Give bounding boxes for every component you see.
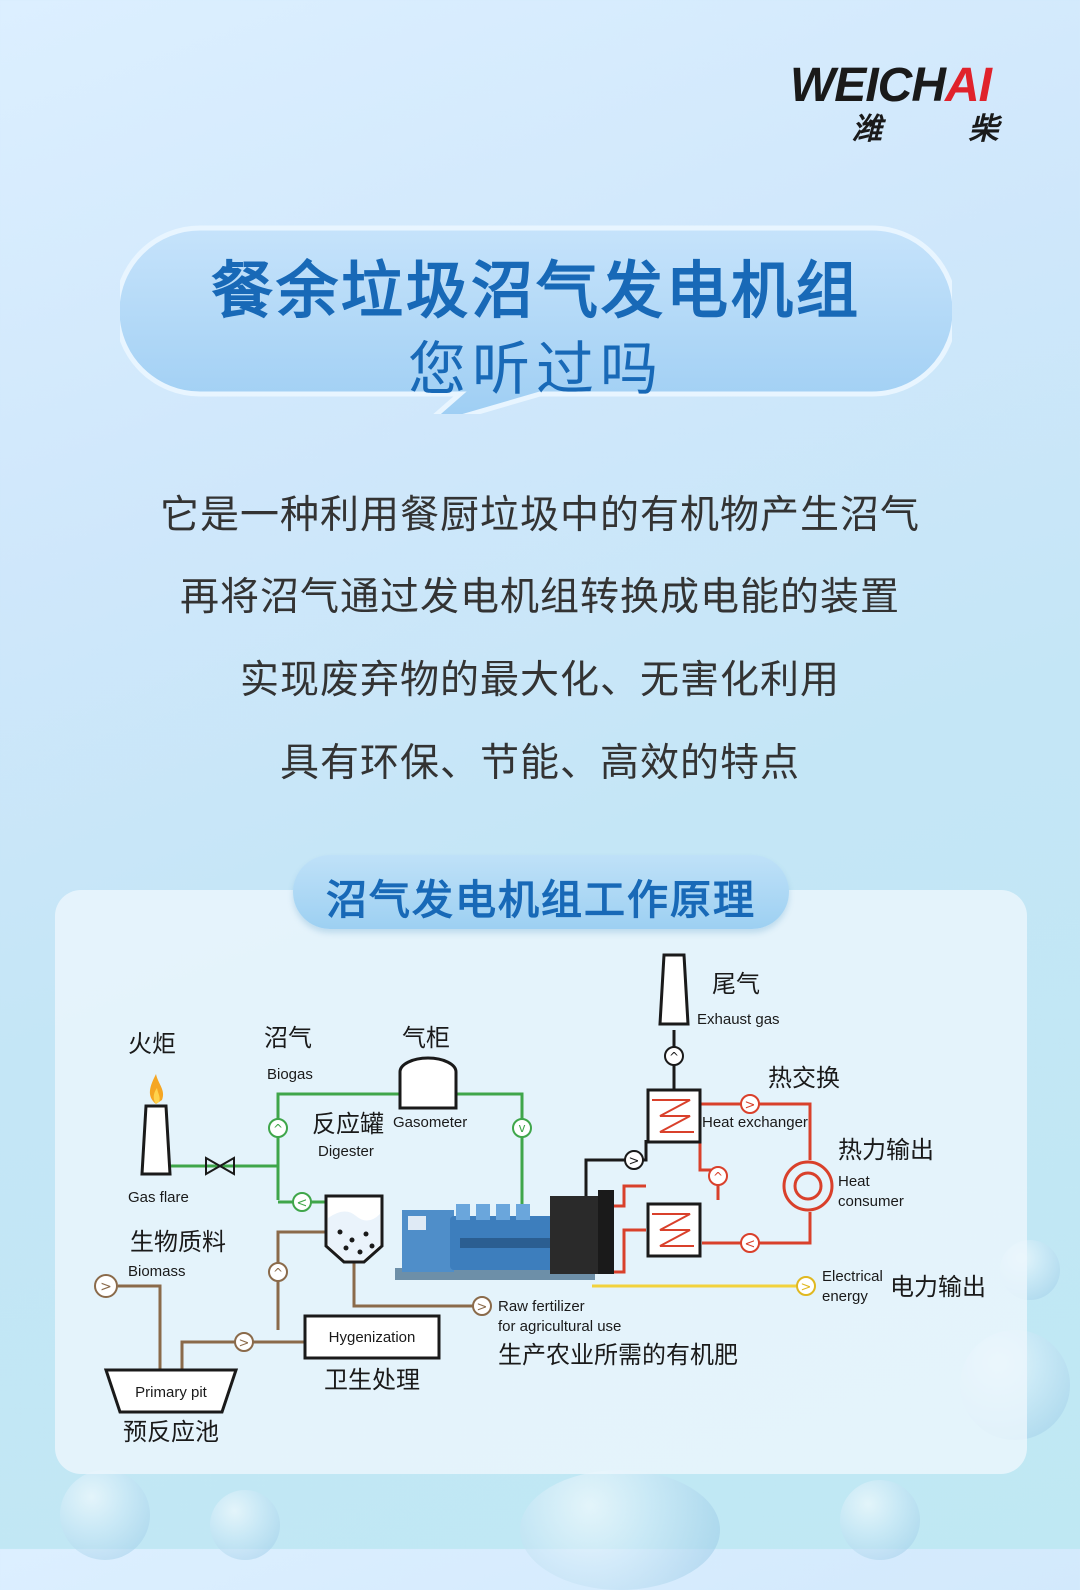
- heat-output-label-en-1: Heat: [838, 1173, 871, 1190]
- svg-text:<: <: [297, 1196, 308, 1211]
- heat-output-label-cn: 热力输出: [838, 1136, 934, 1164]
- generator-set-illustration: [395, 1190, 614, 1280]
- svg-text:>: >: [629, 1154, 640, 1169]
- biogas-label-en: Biogas: [267, 1066, 313, 1083]
- biogas-label-cn: 沼气: [264, 1024, 312, 1052]
- flow-arrows: ^ v < > > ^ > ^ > > ^ < >: [94, 1046, 816, 1352]
- description-line-1: 它是一种利用餐厨垃圾中的有机物产生沼气: [159, 493, 920, 538]
- heat-output-label-en-2: consumer: [838, 1193, 904, 1210]
- digester-label-cn: 反应罐: [312, 1110, 384, 1138]
- section-title-pill: [293, 855, 789, 929]
- heat-exchanger-label-en: Heat exchanger: [702, 1114, 808, 1131]
- decorative-bubble: [840, 1480, 920, 1560]
- svg-text:<: <: [745, 1237, 756, 1252]
- section-title: 沼气发电机组工作原理: [326, 876, 756, 924]
- svg-text:>: >: [477, 1300, 488, 1315]
- primary-pit-label-en: Primary pit: [135, 1384, 208, 1401]
- page-title: 餐余垃圾沼气发电机组: [210, 254, 861, 327]
- gasometer-label-en: Gasometer: [393, 1114, 467, 1131]
- exhaust-label-cn: 尾气: [712, 970, 760, 998]
- description-line-3: 实现废弃物的最大化、无害化利用: [239, 658, 840, 703]
- primary-pit-label-cn: 预反应池: [123, 1418, 219, 1446]
- biomass-label-en: Biomass: [128, 1263, 186, 1280]
- gas-flare-icon: [140, 1074, 172, 1176]
- svg-text:^: ^: [669, 1050, 679, 1064]
- digester-label-en: Digester: [318, 1143, 374, 1160]
- power-output-label-en-1: Electrical: [822, 1268, 883, 1285]
- svg-text:>: >: [801, 1280, 812, 1295]
- svg-text:>: >: [239, 1336, 250, 1351]
- biogas-process-diagram: ^ v < > > ^ > ^ > > ^ < >: [94, 953, 986, 1446]
- page-subtitle: 您听过吗: [407, 335, 664, 403]
- description-line-2: 再将沼气通过发电机组转换成电能的装置: [179, 575, 900, 620]
- logo-chinese: 潍 柴: [852, 112, 1037, 147]
- power-output-label-cn: 电力输出: [890, 1273, 986, 1301]
- material-pipes: [118, 1230, 488, 1370]
- exhaust-label-en: Exhaust gas: [697, 1011, 780, 1028]
- svg-text:^: ^: [273, 1122, 283, 1136]
- decorative-bubble: [210, 1490, 280, 1560]
- flare-label-cn: 火炬: [128, 1030, 176, 1058]
- fertilizer-label-en-1: Raw fertilizer: [498, 1298, 585, 1315]
- title-speech-bubble: [120, 225, 952, 414]
- decorative-bubble: [60, 1470, 150, 1560]
- power-output-label-en-2: energy: [822, 1288, 868, 1305]
- biomass-label-cn: 生物质料: [130, 1228, 226, 1256]
- svg-text:>: >: [100, 1279, 112, 1295]
- primary-pit-icon: [103, 1368, 239, 1414]
- fertilizer-label-en-2: for agricultural use: [498, 1318, 621, 1335]
- gasometer-label-cn: 气柜: [402, 1024, 450, 1052]
- gasometer-icon: [398, 1056, 458, 1110]
- hygenization-box: [303, 1314, 441, 1360]
- svg-text:^: ^: [273, 1266, 283, 1280]
- heat-exchanger-icon: [646, 1088, 702, 1258]
- fertilizer-label-cn: 生产农业所需的有机肥: [498, 1341, 738, 1369]
- weichai-logo: WEICHAI 潍 柴: [790, 58, 1050, 147]
- logo-wordmark: WEICHAI: [790, 59, 992, 112]
- description-line-4: 具有环保、节能、高效的特点: [279, 741, 800, 786]
- heat-consumer-icon: [782, 1160, 834, 1212]
- hygenization-label-cn: 卫生处理: [324, 1366, 420, 1394]
- valve-icon: [205, 1156, 235, 1176]
- svg-text:^: ^: [713, 1170, 723, 1184]
- exhaust-stack-icon: [658, 953, 690, 1026]
- heat-exchanger-label-cn: 热交换: [768, 1064, 840, 1092]
- digester-icon: [324, 1194, 384, 1264]
- svg-text:>: >: [745, 1098, 756, 1113]
- svg-text:v: v: [518, 1121, 525, 1135]
- hygenization-label-en: Hygenization: [329, 1329, 416, 1346]
- flare-label-en: Gas flare: [128, 1189, 189, 1206]
